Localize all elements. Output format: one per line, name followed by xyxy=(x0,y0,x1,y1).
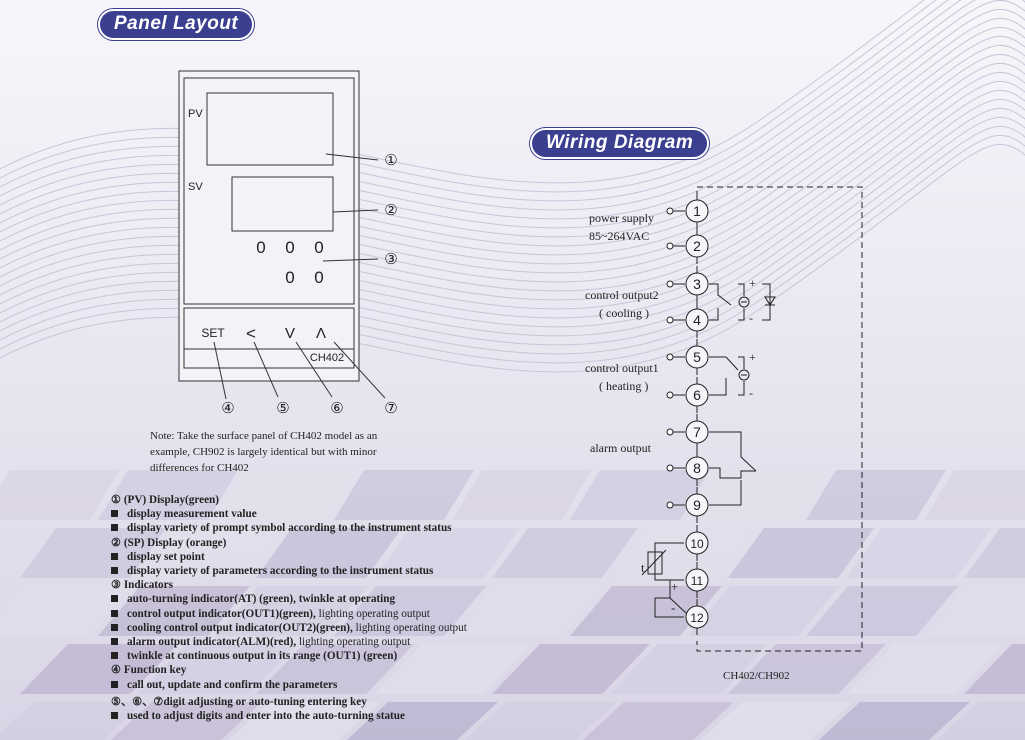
callout-2: ② xyxy=(384,202,397,219)
output1-minus: - xyxy=(749,386,753,400)
section-heading: ④ Function key xyxy=(111,664,187,677)
power-supply-label: power supply xyxy=(589,211,654,225)
cooling-label: ( cooling ) xyxy=(599,306,649,320)
panel-model-label: CH402 xyxy=(310,352,344,364)
indicator-digit: 0 xyxy=(314,268,323,287)
callout-5: ⑤ xyxy=(276,400,289,417)
section-bullet: twinkle at continuous output in its rang… xyxy=(111,649,531,663)
sv-label: SV xyxy=(188,181,203,193)
control-output2-label: control output2 xyxy=(585,288,659,302)
terminal-number: 12 xyxy=(690,611,704,625)
terminal-2: 2 xyxy=(666,234,709,258)
terminal-number: 1 xyxy=(693,203,701,219)
output2-plus: + xyxy=(749,276,756,290)
pv-display xyxy=(206,92,334,166)
callout-3: ③ xyxy=(384,251,397,268)
terminal-number: 2 xyxy=(693,238,701,254)
wiring-diagram-title: Wiring Diagram xyxy=(530,128,710,159)
section-bullet: display measurement value xyxy=(111,507,531,521)
terminal-6: 6 xyxy=(666,383,709,407)
terminal-5: 5 xyxy=(666,345,709,369)
terminal-number: 6 xyxy=(693,387,701,403)
terminal-number: 7 xyxy=(693,424,701,440)
terminal-7: 7 xyxy=(666,420,709,444)
terminal-number: 4 xyxy=(693,312,701,328)
sensor-t-label: t xyxy=(641,560,645,575)
indicator-digit: 0 xyxy=(285,268,294,287)
terminal-9: 9 xyxy=(666,493,709,517)
terminal-12: 12 xyxy=(685,605,709,629)
section-heading: ① (PV) Display(green) xyxy=(111,494,220,506)
panel-note: Note: Take the surface panel of CH402 mo… xyxy=(150,430,378,474)
output1-plus: + xyxy=(749,350,756,364)
section-heading: ② (SP) Display (orange) xyxy=(111,536,227,549)
callout-6: ⑥ xyxy=(330,400,343,417)
panel-layout-title: Panel Layout xyxy=(98,9,255,40)
control-output1-label: control output1 xyxy=(585,361,659,375)
section-bullet: call out, update and confirm the paramet… xyxy=(111,678,531,692)
section-bullet: auto-turning indicator(AT) (green), twin… xyxy=(111,592,531,606)
terminal-3: 3 xyxy=(666,272,709,296)
terminal-10: 10 xyxy=(685,531,709,555)
set-key[interactable]: SET xyxy=(201,326,225,340)
terminal-number: 9 xyxy=(693,497,701,513)
function-descriptions: ① (PV) Display(green)display measurement… xyxy=(111,493,531,723)
terminal-number: 3 xyxy=(693,276,701,292)
callout-7: ⑦ xyxy=(384,400,397,417)
terminal-number: 11 xyxy=(691,574,704,588)
terminal-8: 8 xyxy=(666,456,709,480)
terminal-number: 8 xyxy=(693,460,701,476)
indicator-digit: 0 xyxy=(314,238,323,257)
dashed-enclosure xyxy=(696,186,863,652)
wiring-model-label: CH402/CH902 xyxy=(723,670,790,682)
section-bullet: display variety of prompt symbol accordi… xyxy=(111,521,531,535)
terminal-4: 4 xyxy=(666,308,709,332)
section-bullet: control output indicator(OUT1)(green), l… xyxy=(111,607,531,621)
sensor-plus: + xyxy=(671,579,678,594)
section-heading: ⑤、⑥、⑦digit adjusting or auto-tuning ente… xyxy=(111,695,367,708)
section-bullet: display variety of parameters according … xyxy=(111,564,531,578)
terminal-1: 1 xyxy=(666,199,709,223)
indicator-digit: 0 xyxy=(285,238,294,257)
alarm-output-label: alarm output xyxy=(590,441,651,455)
section-heading: ③ Indicators xyxy=(111,579,173,592)
indicator-digit: 0 xyxy=(256,238,265,257)
panel-outer-frame xyxy=(178,70,360,382)
sensor-minus: - xyxy=(671,600,675,615)
section-bullet: alarm output indicator(ALM)(red), lighti… xyxy=(111,635,531,649)
callout-4: ④ xyxy=(221,400,234,417)
callout-1: ① xyxy=(384,152,397,169)
heating-label: ( heating ) xyxy=(599,379,649,393)
output2-minus: - xyxy=(749,311,753,325)
section-bullet: cooling control output indicator(OUT2)(g… xyxy=(111,621,531,635)
terminal-number: 10 xyxy=(690,537,704,551)
voltage-label: 85~264VAC xyxy=(589,229,650,243)
terminal-number: 5 xyxy=(693,349,701,365)
pv-label: PV xyxy=(188,108,203,120)
section-bullet: display set point xyxy=(111,550,531,564)
section-bullet: used to adjust digits and enter into the… xyxy=(111,709,531,723)
keypad-frame xyxy=(183,307,355,369)
sv-display xyxy=(231,176,334,232)
up-key[interactable]: Λ xyxy=(316,325,326,342)
panel-inner-frame xyxy=(183,77,355,305)
shift-left-key[interactable]: < xyxy=(246,324,256,343)
terminal-11: 11 xyxy=(685,568,709,592)
down-key[interactable]: V xyxy=(285,325,295,342)
